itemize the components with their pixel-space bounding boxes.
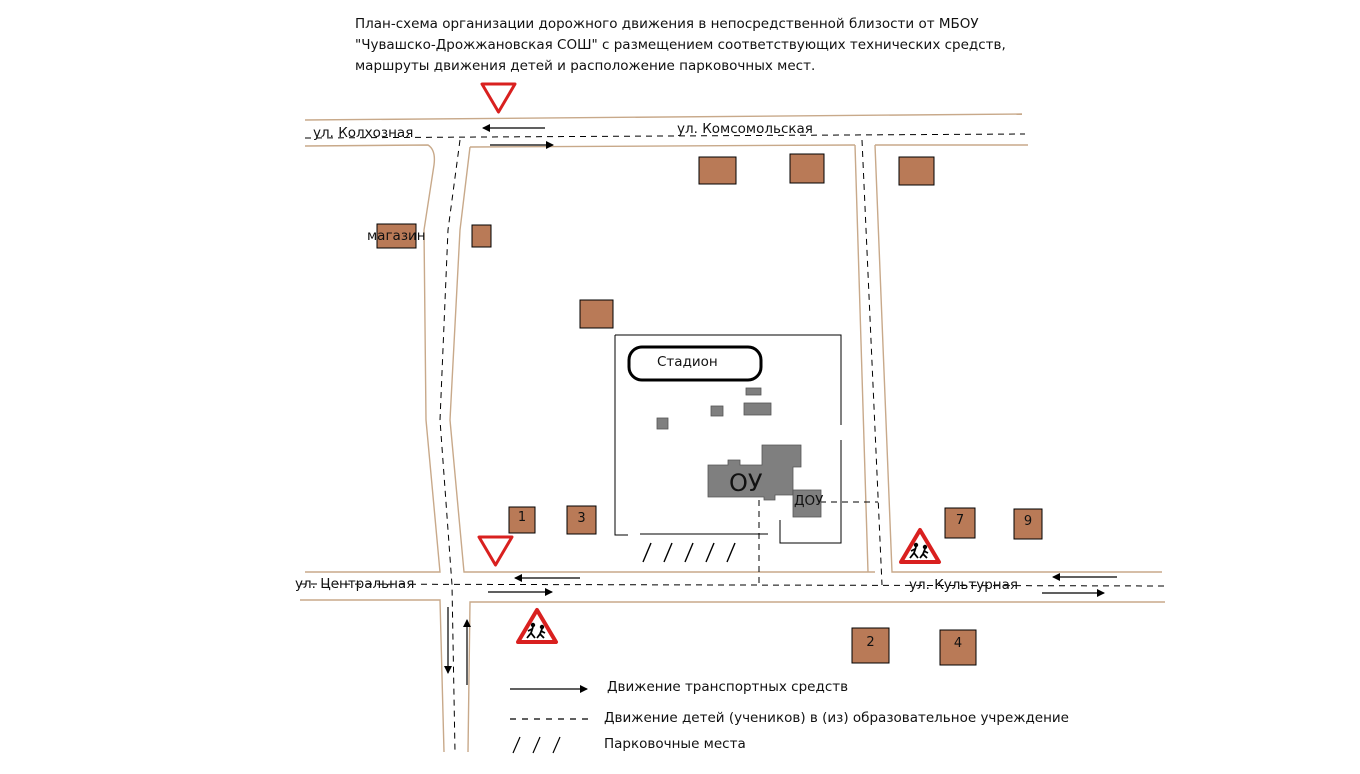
house	[898, 156, 935, 186]
road-centralnaya-bottom-edge-right	[467, 601, 1165, 753]
house-number-9: 9	[1023, 514, 1033, 529]
parking-spaces	[642, 542, 736, 563]
parking-mark	[642, 542, 652, 563]
shop-building	[376, 223, 417, 249]
road-komsomolskaya-lane-right	[874, 144, 1162, 573]
legend-graphics	[510, 685, 588, 754]
give-way-sign	[480, 82, 517, 114]
house	[579, 299, 614, 329]
house	[471, 224, 492, 248]
street-label-kulturnaya: ул. Культурная	[909, 577, 1019, 593]
house-number-3: 3	[577, 511, 586, 526]
school-label: ОУ	[729, 469, 763, 497]
house-number-2: 2	[866, 635, 875, 650]
street-label-kolkhoznaya: ул. Колхозная	[313, 125, 414, 141]
house-4	[939, 629, 977, 666]
school-fence	[614, 334, 842, 544]
road-komsomolskaya-bottom-edge-left	[304, 144, 441, 573]
houses	[376, 153, 1043, 666]
legend-parking-mark	[532, 736, 541, 754]
route-kolkhoznaya-down	[439, 139, 461, 753]
road-centralnaya-bottom-edge-left	[300, 599, 445, 753]
legend-vehicles: Движение транспортных средств	[607, 679, 849, 695]
street-label-komsomolskaya: ул. Комсомольская	[677, 121, 813, 137]
house-number-4: 4	[953, 636, 963, 651]
parking-mark	[684, 542, 694, 563]
house-9	[1013, 508, 1043, 540]
house-2	[851, 627, 890, 664]
school-outbuildings	[656, 387, 772, 430]
house	[698, 156, 737, 185]
title-line-1: План-схема организации дорожного движени…	[355, 16, 979, 32]
house-number-7: 7	[955, 513, 965, 528]
title-line-3: маршруты движения детей и расположение п…	[355, 58, 816, 74]
diagram-title: План-схема организации дорожного движени…	[355, 14, 1055, 77]
house-7	[944, 507, 976, 539]
road-komsomolskaya-top-edge	[304, 113, 1023, 121]
children-routes	[299, 133, 1166, 753]
school-territory	[614, 334, 842, 544]
shop-label: магазин	[367, 228, 426, 244]
street-label-centralnaya: ул. Центральная	[295, 576, 415, 592]
legend-children: Движение детей (учеников) в (из) образов…	[604, 710, 1069, 726]
house-3	[566, 505, 597, 535]
house-number-1: 1	[517, 510, 527, 525]
outbuilding	[743, 402, 772, 416]
kindergarten-building	[792, 489, 822, 518]
parking-mark	[705, 542, 715, 563]
stadium	[627, 345, 763, 382]
legend-parking-mark	[552, 736, 561, 754]
children-warning-sign	[899, 528, 941, 564]
house	[789, 153, 825, 184]
give-way-sign	[477, 535, 514, 567]
outbuilding	[710, 405, 724, 417]
road-komsomolskaya-bottom-edge-mid	[469, 144, 856, 148]
parking-mark	[663, 542, 673, 563]
vehicle-arrows	[444, 124, 1117, 685]
outbuilding	[656, 417, 669, 430]
kindergarten-label: ДОУ	[794, 493, 824, 509]
road-edges	[300, 113, 1165, 753]
road-komsomolskaya-lane-left	[854, 144, 869, 573]
children-warning-sign	[516, 608, 558, 644]
route-east-lane	[861, 139, 883, 586]
outbuilding	[745, 387, 762, 396]
school-building	[707, 444, 802, 501]
house-1	[508, 506, 536, 534]
stadium-label: Стадион	[657, 354, 718, 370]
title-line-2: "Чувашско-Дрожжановская СОШ" с размещени…	[355, 37, 1006, 53]
route-centralnaya-centerline	[299, 583, 1166, 587]
road-kolkhoznaya-right-edge	[449, 146, 875, 573]
legend-parking-mark	[512, 736, 521, 754]
parking-mark	[726, 542, 736, 563]
legend-parking: Парковочные места	[604, 736, 746, 752]
